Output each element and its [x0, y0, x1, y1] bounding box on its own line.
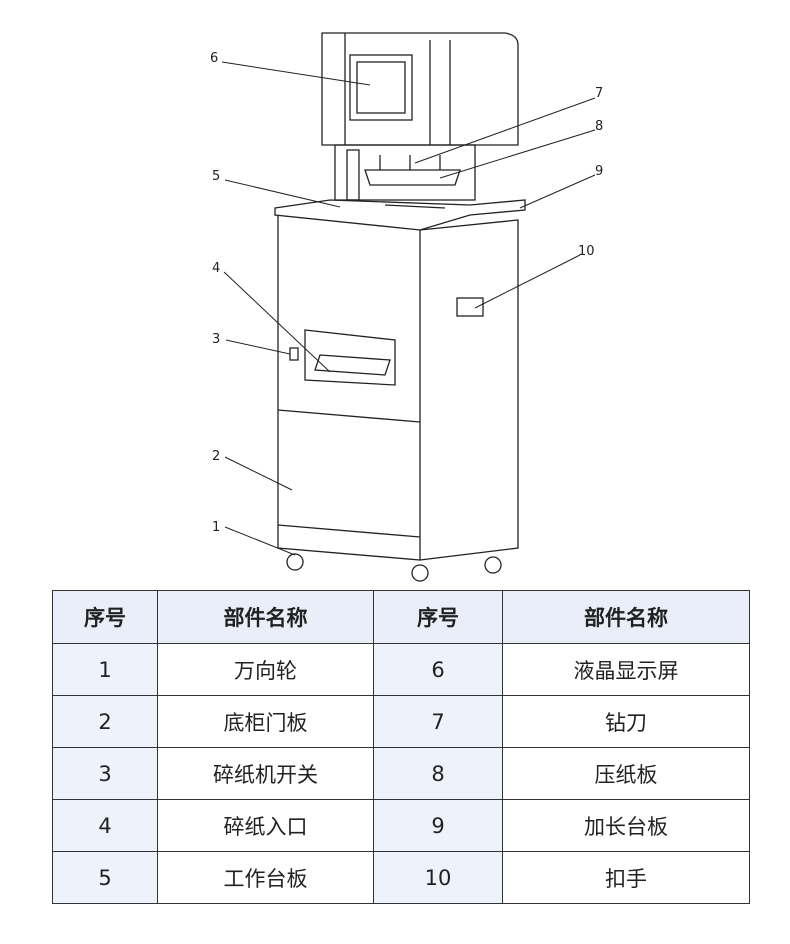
header-part-name: 部件名称	[502, 590, 750, 644]
callout-6: 6	[210, 51, 218, 66]
cell-no: 5	[52, 851, 158, 904]
lcd-screen	[349, 54, 413, 121]
callout-10: 10	[578, 244, 595, 259]
callout-1: 1	[212, 520, 220, 535]
shredder-switch	[289, 347, 299, 361]
cell-no: 3	[52, 747, 158, 800]
callout-4: 4	[212, 261, 220, 276]
machine-drawing: 1 2 3 4 5 6 7 8 9 10	[210, 32, 603, 582]
cell-part: 钻刀	[502, 695, 750, 748]
callout-9: 9	[595, 164, 603, 179]
cell-no: 4	[52, 799, 158, 852]
cell-part: 工作台板	[157, 851, 374, 904]
callout-3: 3	[212, 332, 220, 347]
cell-part: 万向轮	[157, 643, 374, 696]
table-row: 4 碎纸入口 9 加长台板	[52, 799, 750, 852]
table-row: 1 万向轮 6 液晶显示屏	[52, 643, 750, 696]
cell-part: 加长台板	[502, 799, 750, 852]
table-header-row: 序号 部件名称 序号 部件名称	[52, 590, 750, 644]
callout-8: 8	[595, 119, 603, 134]
table-row: 5 工作台板 10 扣手	[52, 851, 750, 904]
cell-no: 8	[373, 747, 503, 800]
cell-no: 2	[52, 695, 158, 748]
cell-no: 10	[373, 851, 503, 904]
shredder-inlet	[304, 329, 396, 386]
leader-lines	[221, 61, 596, 556]
cell-part: 底柜门板	[157, 695, 374, 748]
cell-part: 碎纸机开关	[157, 747, 374, 800]
cell-no: 7	[373, 695, 503, 748]
callout-7: 7	[595, 86, 603, 101]
cell-no: 6	[373, 643, 503, 696]
handle	[456, 297, 484, 317]
cell-part: 液晶显示屏	[502, 643, 750, 696]
cell-part: 扣手	[502, 851, 750, 904]
cell-part: 压纸板	[502, 747, 750, 800]
callout-5: 5	[212, 169, 220, 184]
header-no: 序号	[52, 590, 158, 644]
header-no: 序号	[373, 590, 503, 644]
machine-outline	[274, 32, 526, 582]
callout-2: 2	[212, 449, 220, 464]
cell-part: 碎纸入口	[157, 799, 374, 852]
cell-no: 9	[373, 799, 503, 852]
parts-table: 序号 部件名称 序号 部件名称 1 万向轮 6 液晶显示屏 2 底柜门板 7 钻…	[52, 590, 750, 904]
cell-no: 1	[52, 643, 158, 696]
table-row: 3 碎纸机开关 8 压纸板	[52, 747, 750, 800]
header-part-name: 部件名称	[157, 590, 374, 644]
table-row: 2 底柜门板 7 钻刀	[52, 695, 750, 748]
